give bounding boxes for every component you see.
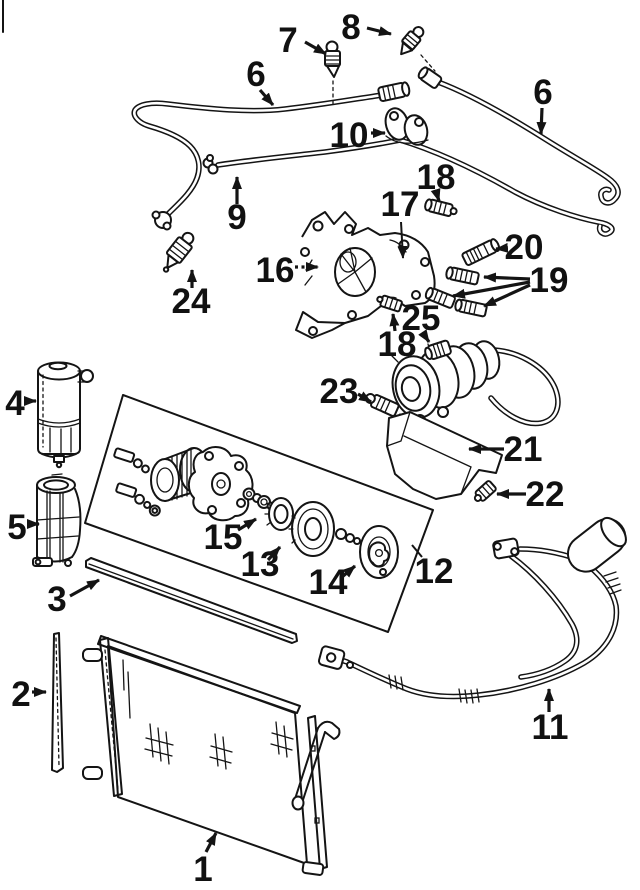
callout-20-label: 20 <box>505 228 544 267</box>
seal-strip-3 <box>85 557 298 644</box>
callout-13-arrow <box>266 545 282 562</box>
compressor-top-fitting-25 <box>424 339 452 360</box>
callouts: 7 8 6 6 10 9 16 17 18 20 19 24 25 18 23 <box>5 8 568 889</box>
ac-tube-9 <box>202 137 615 237</box>
hose-end-fitting <box>151 210 172 231</box>
callout-6-right-arrow <box>536 107 547 135</box>
tube-end-nut <box>202 154 219 175</box>
condenser-1 <box>82 635 341 876</box>
callout-2-label: 2 <box>11 675 30 714</box>
seal-strip-2 <box>51 632 64 773</box>
callout-23-arrow <box>357 391 372 404</box>
compressor-front-hole <box>400 376 422 402</box>
callout-14-arrow <box>340 564 357 579</box>
callout-1-label: 1 <box>193 850 212 889</box>
callout-17-leader <box>397 221 408 259</box>
accumulator-drier-4 <box>37 361 94 469</box>
condenser-top-rail <box>97 635 301 714</box>
compressor-assembly <box>391 339 561 427</box>
service-valve-7 <box>324 40 341 106</box>
ac-hose-upper-right <box>417 66 621 206</box>
callout-3-arrow <box>69 578 100 598</box>
kit-bearing-15 <box>264 497 294 531</box>
callout-6-right-label: 6 <box>533 73 552 112</box>
suction-hose-assembly-11 <box>317 516 627 704</box>
hose-clip-10 <box>384 107 429 146</box>
callout-16-label: 16 <box>256 251 295 290</box>
bracket-opening-spokes <box>337 247 373 293</box>
callout-12-label: 12 <box>415 552 454 591</box>
pressure-switch-24 <box>162 231 195 273</box>
callout-24-label: 24 <box>172 282 211 321</box>
callout-15-label: 15 <box>204 518 243 557</box>
ac-hose-upper-left <box>131 81 411 231</box>
callout-8-arrow <box>366 26 392 36</box>
callout-12-leader <box>411 544 423 558</box>
flange-bolt <box>346 661 354 669</box>
callout-13-label: 13 <box>241 545 280 584</box>
condenser-core <box>107 645 308 865</box>
callout-4-label: 4 <box>5 384 25 423</box>
condenser-side-tube <box>291 720 341 811</box>
callout-7-arrow <box>304 40 327 56</box>
kit-bolt-row-2 <box>115 482 161 517</box>
callout-25-arrow <box>418 329 431 343</box>
fitting-20 <box>461 238 501 267</box>
fitting-19-b <box>424 286 456 309</box>
callout-19-arrow-b <box>452 280 531 299</box>
callout-3-label: 3 <box>47 580 66 619</box>
callout-7-label: 7 <box>278 21 297 60</box>
callout-21-label: 21 <box>504 430 543 469</box>
callout-23-label: 23 <box>320 372 359 411</box>
accumulator-bracket-5 <box>32 473 82 567</box>
condenser-fin-hatching <box>122 659 294 770</box>
compressor-shield-21 <box>386 411 503 500</box>
callout-19-arrow-a <box>483 272 531 283</box>
hose-end-cap <box>417 66 443 89</box>
callout-6-left-arrow <box>258 88 275 107</box>
hose-clamp-fitting <box>492 537 520 560</box>
condenser-mount-pins <box>82 648 103 780</box>
callout-14-label: 14 <box>309 563 348 602</box>
callout-17-label: 17 <box>381 185 420 224</box>
callout-9-label: 9 <box>227 198 246 237</box>
kit-internal-parts <box>113 446 399 579</box>
bracket-feet <box>32 557 72 567</box>
bracket-stud-18 <box>376 294 403 313</box>
callout-19-arrow-c <box>483 283 531 308</box>
shield-bolt-22 <box>473 480 497 502</box>
hose-flange-end <box>317 645 346 670</box>
callout-8-label: 8 <box>341 8 360 47</box>
callout-15-arrow <box>237 517 257 532</box>
callout-18-bottom-arrow <box>389 313 400 332</box>
hose-threaded-fitting <box>377 81 411 102</box>
fitting-19-a <box>445 266 480 286</box>
stud-fitting-18-top <box>424 198 458 217</box>
kit-bolt-row-1 <box>113 447 150 474</box>
fitting-19-c <box>454 298 488 318</box>
kit-box-outline <box>84 394 434 633</box>
kit-clutch-plate-14 <box>359 525 399 579</box>
kit-front-head <box>187 446 254 522</box>
callout-6-left-label: 6 <box>246 55 265 94</box>
condenser-left-rail <box>99 637 123 797</box>
callout-1-arrow <box>204 832 218 853</box>
callout-20-arrow <box>495 242 509 253</box>
hose-muffler <box>566 516 627 573</box>
callout-11-label: 11 <box>532 708 569 747</box>
hose-crimp-ribs <box>388 571 622 704</box>
callout-19-label: 19 <box>530 261 569 300</box>
callout-18-bottom-label: 18 <box>378 325 417 364</box>
callout-5-label: 5 <box>7 508 26 547</box>
callout-18-top-arrow <box>430 188 441 202</box>
callout-22-label: 22 <box>526 475 565 514</box>
service-valve-8 <box>400 26 436 72</box>
callout-10-label: 10 <box>330 116 369 155</box>
kit-pulley-13 <box>288 501 335 557</box>
kit-small-washers <box>335 528 361 545</box>
accumulator-side-port <box>77 369 94 383</box>
